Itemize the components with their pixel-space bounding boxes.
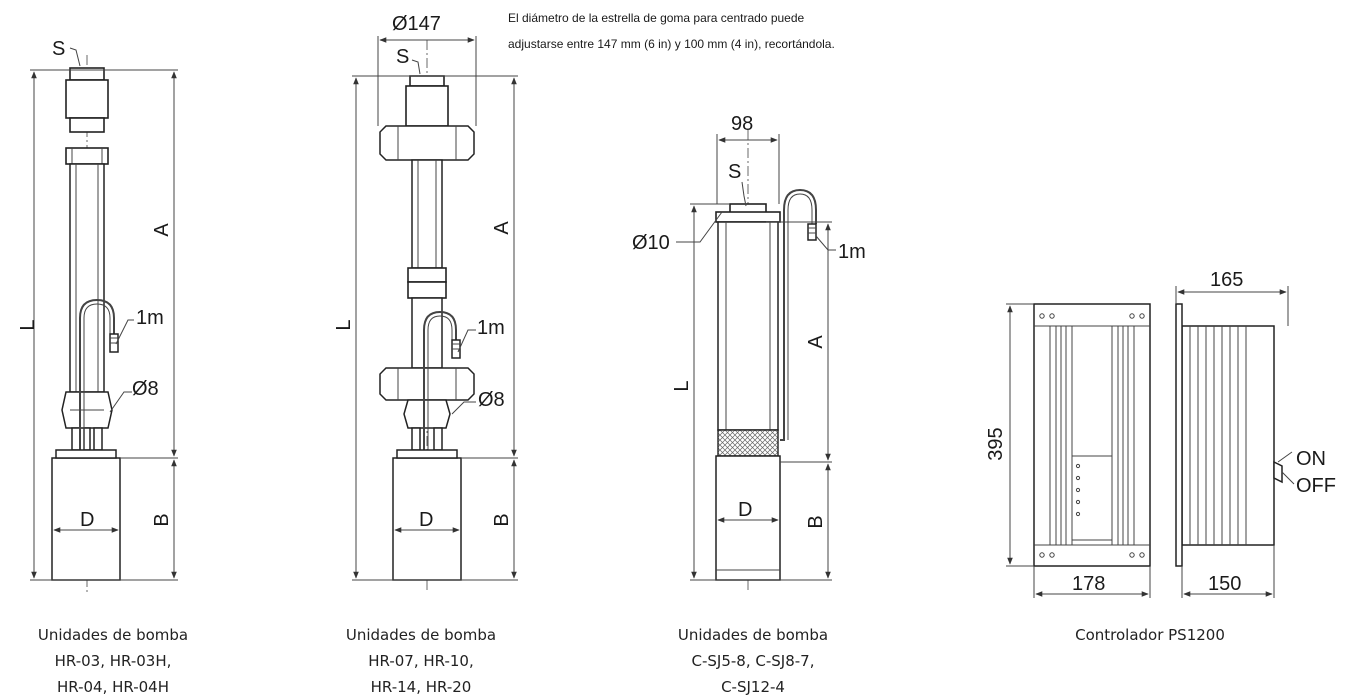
unit-3-label-cable: 1m [838, 241, 866, 263]
unit-1-label-d: D [80, 509, 94, 531]
unit-2-label-d: D [419, 509, 433, 531]
unit-2-label-b: B [491, 513, 513, 526]
unit-3-label-s: S [728, 161, 741, 183]
unit-2-caption-line-1: Unidades de bomba [346, 626, 496, 644]
unit-3-label-a: A [805, 335, 827, 349]
unit-2-label-s: S [396, 46, 409, 68]
unit-1-label-l: L [17, 319, 39, 330]
unit-2-label-hole: Ø8 [478, 389, 505, 411]
controller-drawing [1006, 286, 1295, 598]
controller-depth-top-label: 165 [1210, 269, 1243, 291]
switch-off-label: OFF [1296, 475, 1336, 497]
unit-3-label-b: B [805, 515, 827, 528]
centering-star-note-line-2: adjustarse entre 147 mm (6 in) y 100 mm … [508, 37, 835, 51]
switch-on-label: ON [1296, 448, 1326, 470]
unit-1-caption-line-3: HR-04, HR-04H [57, 678, 169, 696]
controller-caption: Controlador PS1200 [1075, 626, 1225, 644]
unit-2-caption-line-2: HR-07, HR-10, [368, 652, 474, 670]
centering-star-note-line-1: El diámetro de la estrella de goma para … [508, 11, 805, 25]
unit-1-label-hole: Ø8 [132, 378, 159, 400]
unit-1-caption-line-1: Unidades de bomba [38, 626, 188, 644]
unit-3-label-top: 98 [731, 113, 753, 135]
unit-2-label-star: Ø147 [392, 13, 441, 35]
unit-3-label-hole: Ø10 [632, 232, 670, 254]
unit-1-label-b: B [151, 513, 173, 526]
unit-1-label-a: A [151, 223, 173, 237]
controller-height-label: 395 [985, 427, 1007, 460]
unit-1-label-s: S [52, 38, 65, 60]
unit-2-label-l: L [333, 319, 355, 330]
unit-2-label-cable: 1m [477, 317, 505, 339]
unit-3-caption-line-1: Unidades de bomba [678, 626, 828, 644]
unit-2-caption-line-3: HR-14, HR-20 [371, 678, 472, 696]
unit-3-label-l: L [671, 380, 693, 391]
unit-1-label-cable: 1m [136, 307, 164, 329]
unit-3-caption-line-3: C-SJ12-4 [721, 678, 785, 696]
controller-depth-bottom-label: 150 [1208, 573, 1241, 595]
unit-3-label-d: D [738, 499, 752, 521]
pump-unit-1-drawing [30, 47, 178, 592]
pump-unit-2-drawing [352, 36, 518, 592]
unit-2-label-a: A [491, 221, 513, 235]
unit-3-caption-line-2: C-SJ5-8, C-SJ8-7, [692, 652, 815, 670]
unit-1-caption-line-2: HR-03, HR-03H, [55, 652, 172, 670]
controller-front-width-label: 178 [1072, 573, 1105, 595]
pump-unit-3-drawing [676, 130, 836, 592]
